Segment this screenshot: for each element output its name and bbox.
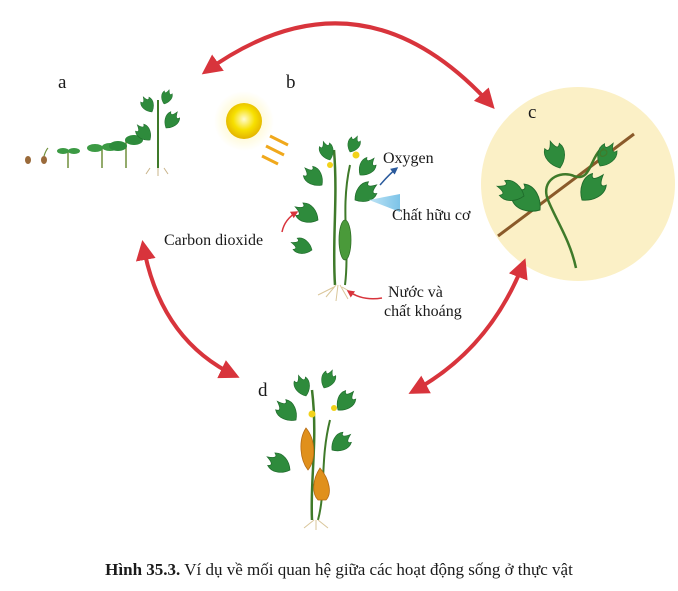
photosynthesis-plant-icon: [288, 133, 383, 302]
organic-matter-label: Chất hữu cơ: [392, 207, 471, 224]
stage-c-circle: [481, 87, 675, 281]
figure-caption-text: Ví dụ về mối quan hệ giữa các hoạt động …: [184, 560, 573, 579]
climbing-vine-icon: [493, 132, 635, 269]
cycle-arrow-c-d: [408, 258, 528, 394]
sun-icon: [214, 91, 289, 166]
water-label-line2: chất khoáng: [384, 303, 462, 320]
oxygen-label: Oxygen: [383, 150, 434, 167]
stage-label-d: d: [258, 380, 268, 401]
cycle-arrow-a-d: [135, 240, 240, 379]
figure-caption: Hình 35.3. Ví dụ về mối quan hệ giữa các…: [0, 560, 678, 580]
carbon-dioxide-label: Carbon dioxide: [164, 232, 264, 249]
water-label-line1: Nước và: [388, 284, 443, 301]
carbon-dioxide-arrow: [281, 211, 299, 233]
oxygen-arrow: [379, 167, 399, 186]
fruiting-plant-icon: [262, 366, 361, 530]
organic-matter-wedge: [369, 194, 400, 212]
stage-label-b: b: [286, 72, 296, 93]
figure-number: Hình 35.3.: [105, 560, 181, 579]
stage-label-a: a: [58, 72, 67, 93]
stage-label-c: c: [528, 102, 537, 123]
water-arrow: [346, 290, 383, 300]
germination-sequence-icon: [18, 87, 190, 176]
cycle-arrow-a-c: [201, 21, 495, 109]
